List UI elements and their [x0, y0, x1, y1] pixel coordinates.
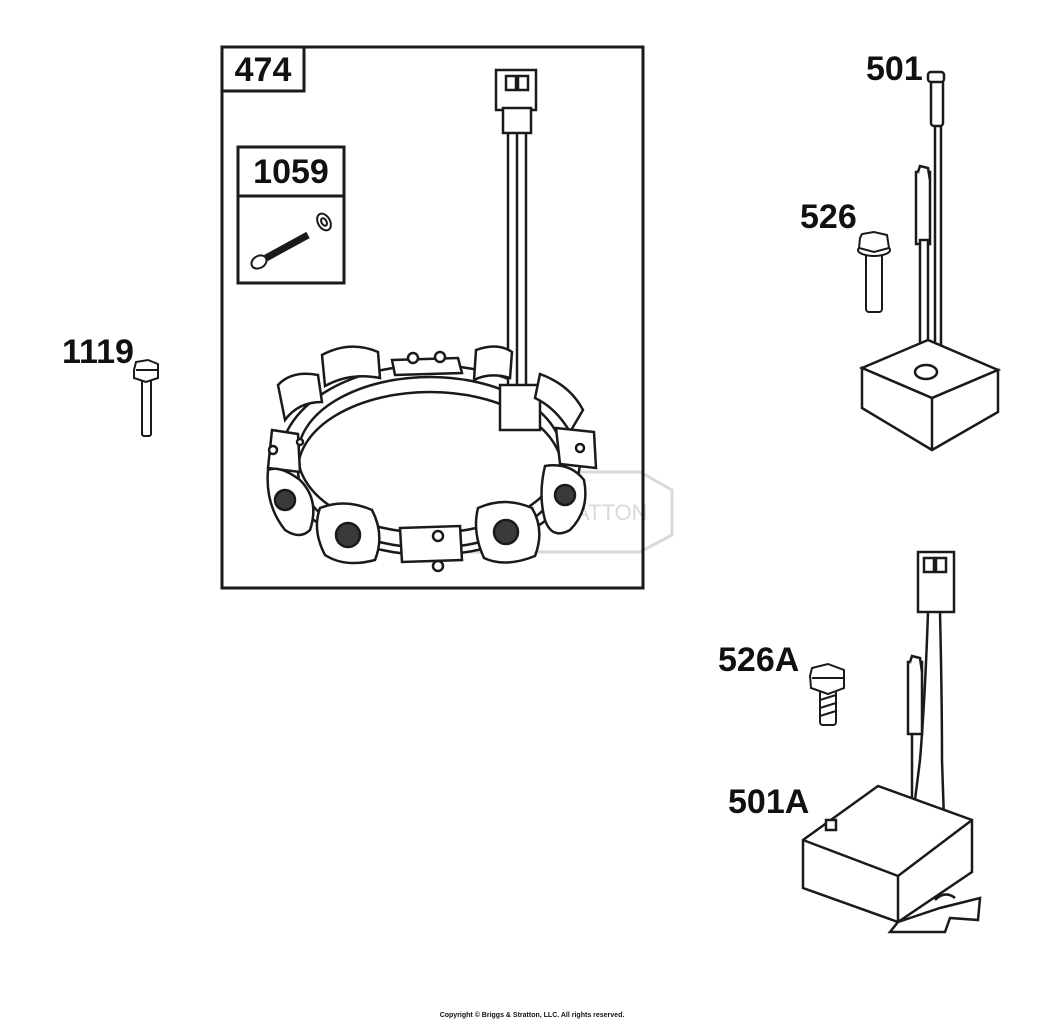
bolt-1119-icon — [133, 358, 159, 437]
bolt-526-icon — [857, 230, 891, 313]
kit-474-label: 474 — [234, 51, 292, 89]
part-1119-label: 1119 — [62, 333, 134, 371]
part-526a-label: 526A — [718, 641, 800, 679]
kit-474-box — [220, 45, 645, 590]
part-526-label: 526 — [800, 198, 857, 236]
kit-1059-label: 1059 — [253, 153, 329, 191]
part-501a-label: 501A — [728, 783, 810, 821]
regulator-501a-icon — [801, 550, 982, 934]
kit-474-label-box — [220, 45, 306, 93]
part-501-label: 501 — [866, 50, 923, 88]
screw-1059-icon — [250, 212, 332, 270]
alternator-stator-icon — [266, 68, 598, 573]
regulator-501-icon — [858, 70, 1002, 452]
bolt-526a-icon — [808, 662, 845, 726]
copyright-notice: Copyright © Briggs & Stratton, LLC. All … — [439, 1012, 625, 1019]
